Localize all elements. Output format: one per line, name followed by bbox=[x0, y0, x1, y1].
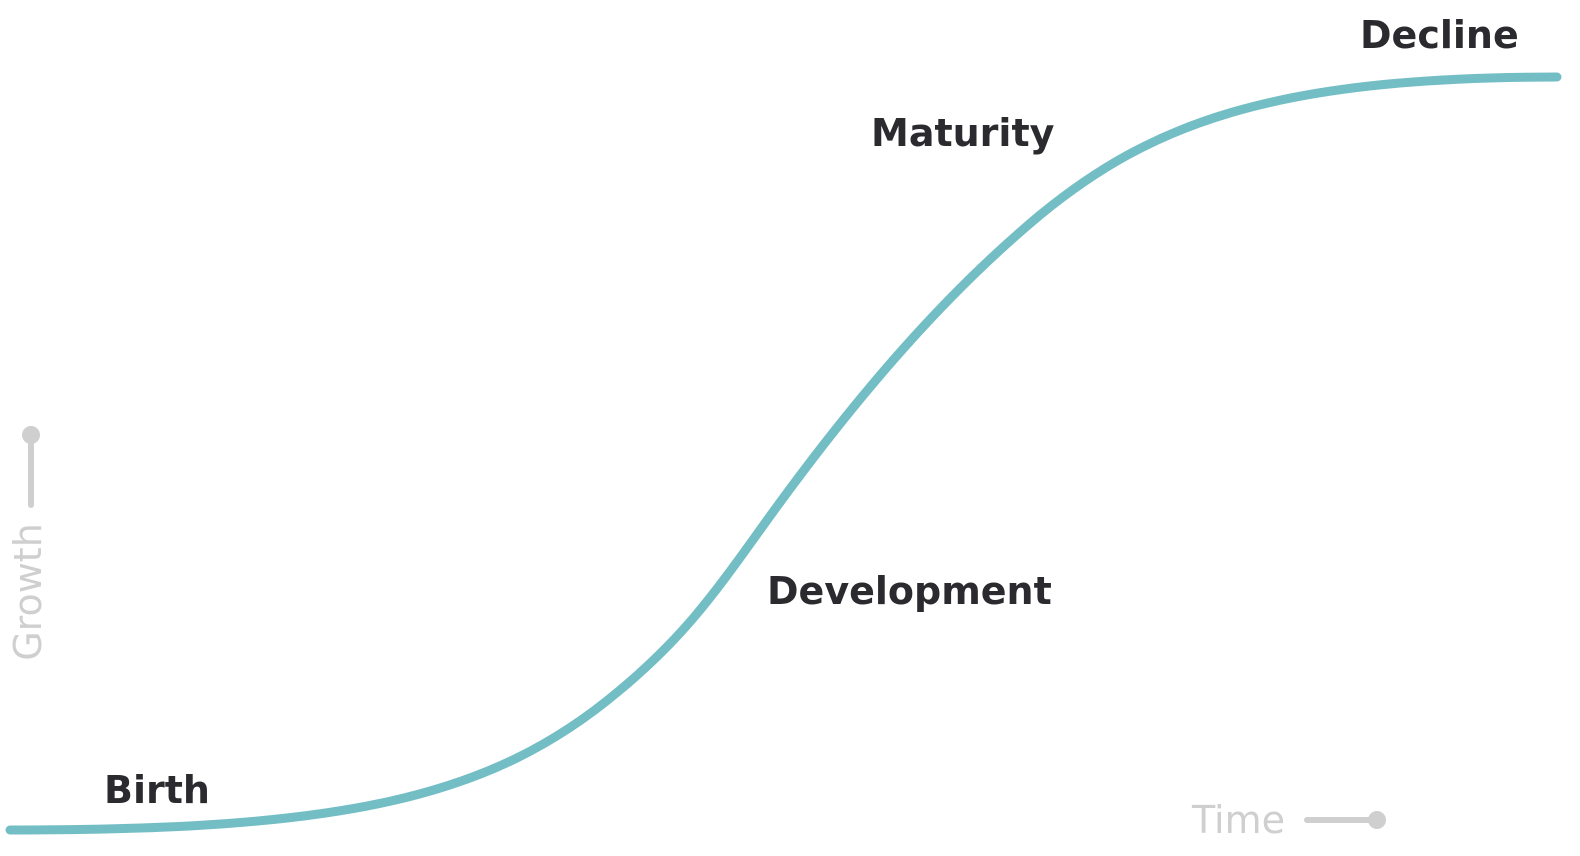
stage-label-maturity: Maturity bbox=[871, 111, 1055, 155]
stage-label-development: Development bbox=[767, 569, 1052, 613]
stage-label-decline: Decline bbox=[1360, 13, 1519, 57]
time-axis-label: Time bbox=[1192, 798, 1285, 842]
time-axis-dot bbox=[1368, 811, 1386, 829]
growth-axis-label: Growth bbox=[6, 523, 50, 661]
growth-axis-dot bbox=[22, 426, 40, 444]
stage-label-birth: Birth bbox=[104, 768, 210, 812]
s-growth-curve bbox=[5, 72, 1562, 835]
